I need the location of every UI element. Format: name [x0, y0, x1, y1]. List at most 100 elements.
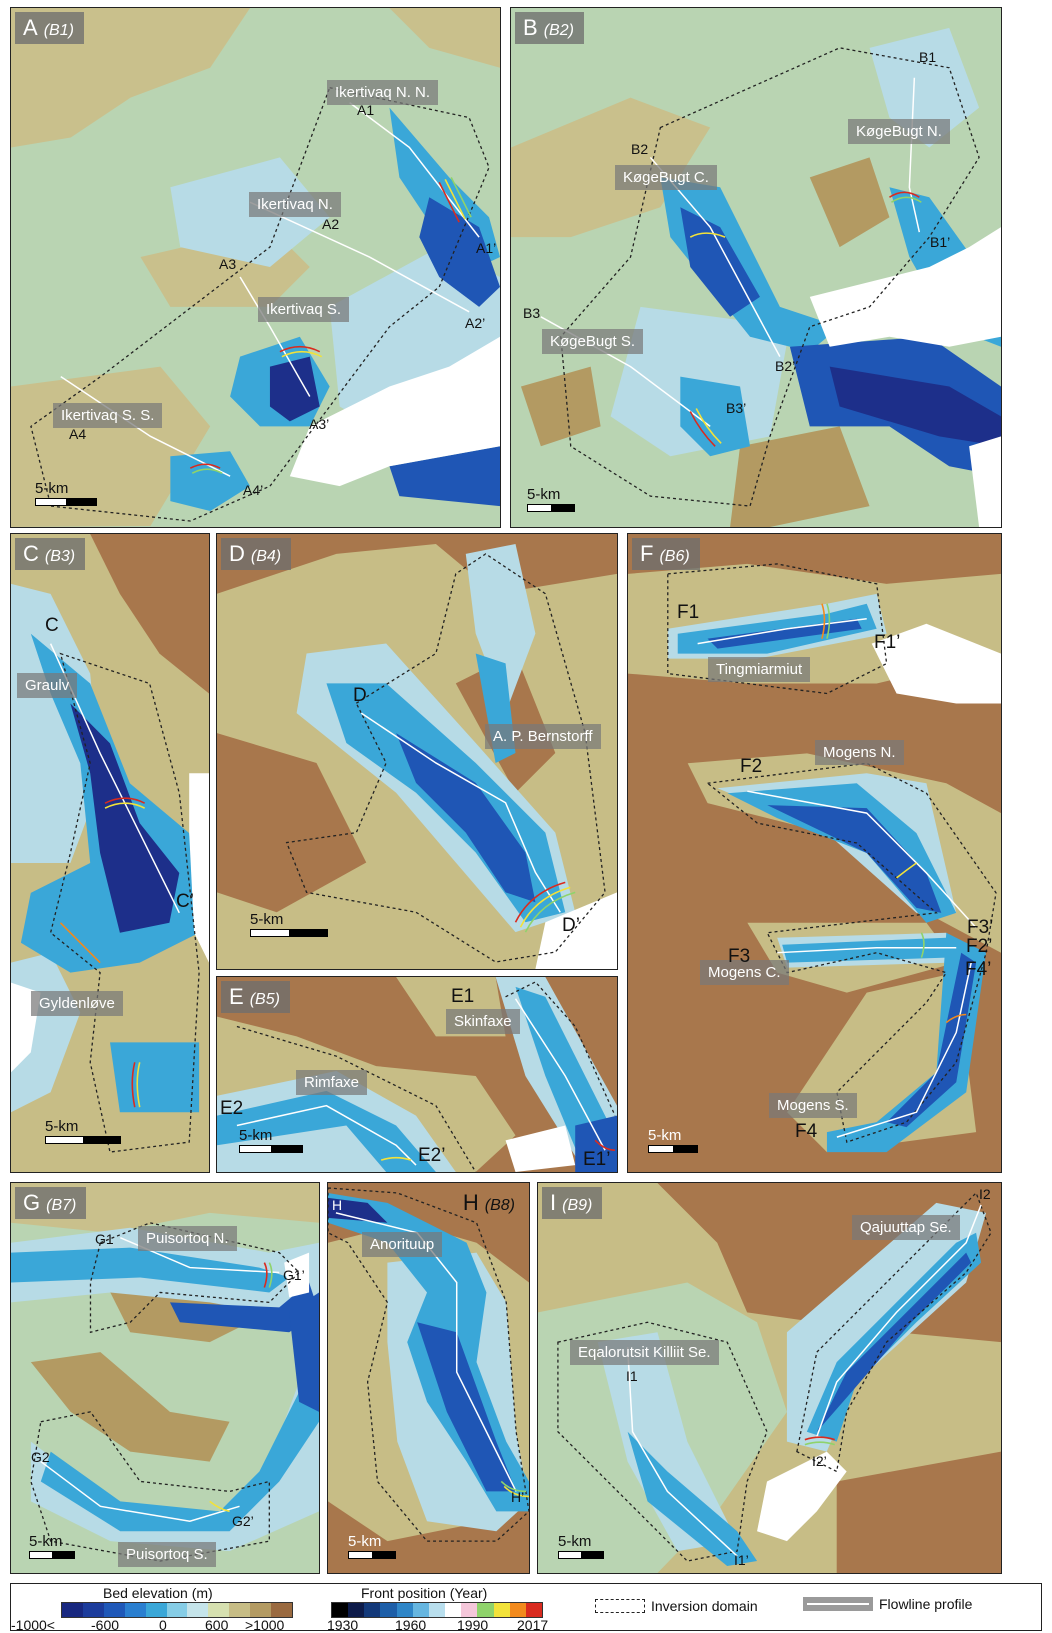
flowline-f4: [836, 962, 972, 1138]
glacier-name: Rimfaxe: [296, 1070, 368, 1095]
front-line: [279, 345, 321, 353]
point-label: G1’: [283, 1267, 305, 1283]
scale-bar: 5-km: [29, 1533, 75, 1559]
point-label: I1: [626, 1368, 638, 1384]
front-line: [804, 1436, 835, 1441]
panel-d-map: [217, 534, 617, 969]
front-tick: 1930: [327, 1617, 359, 1633]
glacier-trough: [816, 1252, 972, 1432]
front-line: [945, 1013, 967, 1024]
point-label: G1: [95, 1231, 114, 1247]
glacier-name: Tingmiarmiut: [708, 657, 811, 682]
point-label: F3’: [967, 917, 994, 938]
front-line: [263, 1262, 268, 1288]
panel-e-label: E(B5): [221, 981, 290, 1013]
glacier-name: Gyldenløve: [31, 991, 123, 1016]
scale-bar: 5-km: [45, 1118, 121, 1144]
ocean: [871, 623, 1001, 704]
terrain-tan: [389, 8, 500, 68]
glacier-trough: [575, 1115, 617, 1172]
glacier-name: Puisortoq S.: [118, 1542, 216, 1567]
glacier-trough: [40, 1381, 319, 1532]
point-label: G2: [31, 1449, 50, 1465]
glacier-trough: [289, 1292, 319, 1412]
front-colorbar-segment: [396, 1603, 413, 1617]
front-line: [695, 408, 722, 444]
flowline-a3: [239, 276, 311, 397]
point-label: I1’: [734, 1552, 749, 1568]
inversion-domain: [328, 1187, 529, 1542]
front-line: [450, 176, 472, 218]
glacier-name: Graulv: [17, 673, 78, 698]
bed-colorbar-segment: [166, 1603, 188, 1617]
bed-tick: -1000<: [11, 1617, 55, 1633]
panel-a: A(B1) Ikertivaq N. N. Ikertivaq N. Ikert…: [10, 7, 501, 528]
point-label: B2’: [775, 358, 796, 374]
front-line: [519, 886, 571, 928]
point-label: E1: [451, 986, 475, 1007]
front-line: [104, 797, 146, 804]
flowline-i2: [816, 1204, 982, 1437]
inversion-domain: [560, 47, 980, 507]
front-line: [189, 463, 221, 469]
glacier-name: Skinfaxe: [446, 1009, 520, 1034]
front-colorbar-segment: [493, 1603, 510, 1617]
glacier-trough: [328, 1197, 388, 1223]
flowline-f3: [777, 946, 957, 954]
terrain-tan: [511, 97, 711, 238]
point-label: A3: [219, 256, 237, 272]
front-line: [380, 1156, 412, 1161]
bed-elevation-title: Bed elevation (m): [103, 1585, 213, 1601]
glacier-trough: [170, 451, 251, 512]
point-label: F2’: [966, 936, 993, 957]
glacier-name: Ikertivaq N.: [249, 192, 341, 217]
front-colorbar-segment: [525, 1603, 543, 1617]
panel-b-map: [511, 8, 1001, 527]
point-label: A1: [357, 102, 375, 118]
point-label: B3’: [726, 400, 747, 416]
glacier-trough: [70, 703, 180, 933]
point-label: F4: [795, 1121, 818, 1142]
flowline-f2: [747, 790, 977, 929]
front-line: [821, 603, 826, 639]
point-label: E1’: [583, 1149, 611, 1170]
inversion-domain: [667, 563, 888, 695]
inversion-domain-legend: Inversion domain: [595, 1598, 758, 1614]
glacier-trough: [11, 1247, 290, 1293]
bed-colorbar-segment: [103, 1603, 125, 1617]
point-label: E2: [220, 1098, 244, 1119]
front-colorbar-segment: [509, 1603, 526, 1617]
point-label: C: [45, 615, 59, 636]
bed-tick: 600: [205, 1617, 229, 1633]
glacier-name: Mogens S.: [769, 1093, 857, 1118]
glacier-trough: [396, 733, 536, 903]
panel-c: C(B3) Graulv Gyldenløve C C’ 5-km: [10, 533, 210, 1173]
bed-tick: >1000: [245, 1617, 285, 1633]
front-colorbar-segment: [364, 1603, 381, 1617]
glacier-trough: [169, 1282, 319, 1333]
front-line: [503, 1485, 529, 1498]
scale-bar: 5-km: [648, 1127, 698, 1153]
ocean: [757, 1451, 847, 1542]
glacier-trough: [627, 1431, 758, 1567]
inversion-domain: [285, 553, 606, 963]
bed-colorbar-segment: [229, 1603, 251, 1617]
glacier-name: Ikertivaq N. N.: [327, 80, 439, 105]
front-line: [131, 1062, 136, 1108]
front-line: [891, 196, 922, 203]
bed-colorbar-segment: [145, 1603, 167, 1617]
point-label: A1’: [476, 240, 497, 256]
front-positions: [804, 1436, 835, 1446]
panel-f-label: F(B6): [632, 538, 700, 570]
panel-i-map: [538, 1183, 1001, 1573]
point-label: H’: [511, 1489, 525, 1505]
bed-tick: -600: [91, 1617, 120, 1633]
panel-i: I(B9) Qajuuttap Se. Eqalorutsit Killiit …: [537, 1182, 1002, 1574]
terrain-brown: [90, 534, 209, 694]
front-positions: [500, 1480, 529, 1498]
front-line: [920, 932, 925, 958]
panel-c-label: C(B3): [15, 538, 86, 570]
glacier-name: Mogens C.: [700, 960, 789, 985]
front-line: [689, 232, 726, 238]
point-label: F2: [740, 756, 763, 777]
